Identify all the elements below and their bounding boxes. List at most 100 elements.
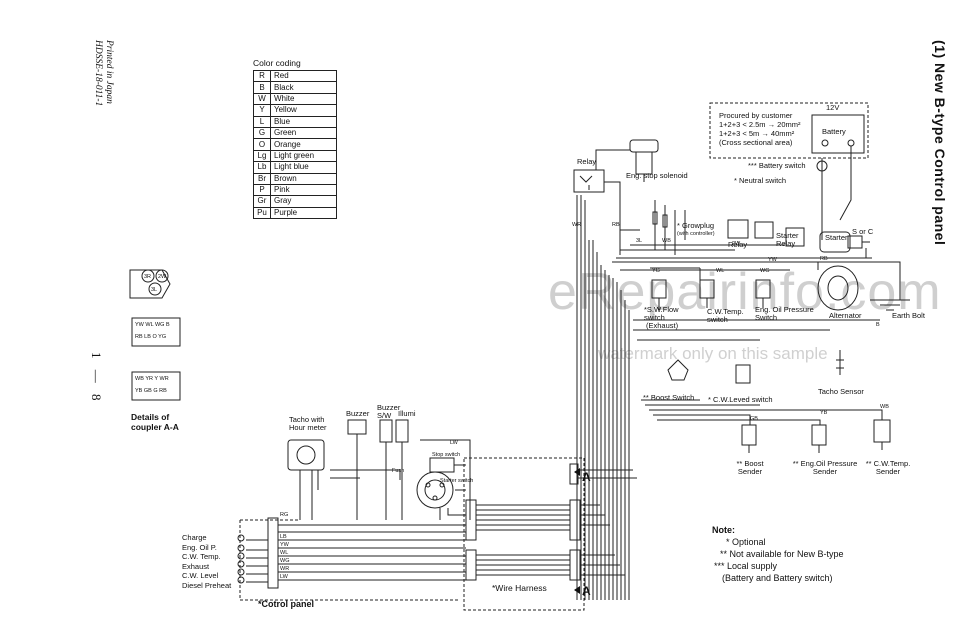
c1-2w: 2W: [158, 274, 167, 280]
wire-code-0: WR: [572, 222, 582, 228]
c3-2: Y: [154, 376, 158, 382]
wire-code-14: LW: [450, 440, 458, 446]
growplug-label: * Growplug: [677, 221, 715, 230]
lamp-label-level: C.W. Level: [182, 571, 219, 581]
c2-0: YW: [135, 322, 144, 328]
a-marker-top: A: [582, 470, 591, 484]
boost-sender: [741, 424, 757, 446]
fush-label: Fush: [392, 468, 405, 474]
lamp-label-exhaust: Exhaust: [182, 561, 210, 571]
wire-code-lw: LW: [280, 574, 288, 580]
harness-connector-2: [465, 549, 477, 581]
panel-lamp-list: Charge Eng. Oil P. C.W. Temp. Exhaust C.…: [182, 533, 231, 591]
solenoid-label: Eng. stop solenoid: [626, 171, 688, 180]
wire-harness-label: *Wire Harness: [492, 583, 547, 593]
starter-relay-label: Starter Relay: [776, 231, 799, 248]
customer-box: [709, 102, 869, 159]
lamp-preheat: [237, 576, 245, 584]
wire-harness-box: [463, 457, 585, 611]
c2-7: YG: [158, 334, 167, 340]
lamp-temp: [237, 552, 245, 560]
c2-6: O: [152, 334, 157, 340]
wire-code-7: WL: [716, 268, 725, 274]
boost-sender-label: ** Boost Sender: [736, 459, 764, 476]
page-number: 1 — 8: [89, 352, 104, 405]
with-controller-label: (with controller): [677, 231, 715, 237]
buzzer: [347, 419, 367, 435]
lamp-level: [237, 568, 245, 576]
buzzer-switch: [379, 419, 393, 443]
lamp-label-preheat: Diesel Preheat: [182, 580, 232, 590]
earth-bolt-label: Earth Bolt: [892, 311, 925, 320]
coupler-1: [129, 269, 171, 299]
wire-code-13: WB: [880, 404, 889, 410]
cust-line-1: Procured by customer: [719, 111, 793, 120]
c3-7: RB: [159, 388, 167, 394]
battery-terminal-neg: [821, 139, 829, 147]
coupler-2: [131, 317, 181, 347]
tacho-sensor-label: Tacho Sensor: [818, 387, 864, 396]
oil-pressure-switch-label: Eng. Oil Pressure Switch: [755, 305, 814, 322]
a-marker-bottom: A: [582, 584, 591, 598]
sw-flow-label: *S.W.Flow switch: [644, 305, 679, 322]
c3-4: YB: [135, 388, 143, 394]
cw-temp-switch-label: C.W.Temp. switch: [707, 307, 744, 324]
cw-temp-sender-label: ** C.W.Temp. Sender: [865, 459, 911, 476]
control-panel-connector: [267, 517, 279, 589]
starter-relay: [754, 221, 774, 239]
starter-switch-label: Starter switch: [440, 478, 474, 484]
stop-switch-label: Stop switch: [432, 452, 461, 458]
printed-line-2: HDSSE-18-011-1: [93, 40, 103, 107]
note-4: (Battery and Battery switch): [722, 573, 833, 583]
c3-row1: WB YR Y WR: [135, 376, 169, 382]
relay-2: [727, 219, 749, 239]
wire-code-5: YW: [768, 257, 777, 263]
wire-code-12: YB: [820, 410, 828, 416]
a-marker-arrow-bottom: [574, 586, 580, 594]
control-panel-label: *Cotrol panel: [258, 599, 315, 609]
alternator-label: Alternator: [829, 311, 862, 320]
lamp-exhaust: [237, 560, 245, 568]
relay2-label: Relay: [728, 240, 748, 249]
a-marker-arrow-top: [574, 468, 580, 476]
lamp-oil: [237, 544, 245, 552]
battery-box: [811, 114, 865, 154]
c3-row2: YB GB G RB: [135, 388, 167, 394]
wire-code-8: WG: [760, 268, 770, 274]
wire-code-9: B: [876, 322, 880, 328]
alternator: [817, 265, 859, 311]
cw-level-switch-label: * C.W.Leved switch: [708, 395, 773, 404]
oil-pressure-sender: [811, 424, 827, 446]
exhaust-label: (Exhaust): [646, 321, 679, 330]
note-2: ** Not available for New B-type: [720, 549, 844, 559]
tacho-hour-meter-label: Tacho with Hour meter: [289, 415, 327, 432]
c2-4: RB: [135, 334, 143, 340]
cw-level-switch: [735, 364, 751, 384]
voltage-label: 12V: [826, 103, 840, 112]
lamp-label-oil: Eng. Oil P.: [182, 542, 217, 552]
sw-flow-switch: [651, 279, 667, 299]
lamp-charge: [237, 534, 245, 542]
lamp-label-temp: C.W. Temp.: [182, 552, 221, 562]
color-coding-title: Color coding: [253, 58, 301, 68]
harness-connector-3: [569, 499, 581, 541]
printed-note: Printed in Japan HDSSE-18-011-1: [92, 40, 114, 106]
c2-1: WL: [145, 322, 154, 328]
coupler-title: Details of coupler A-A: [131, 412, 191, 432]
wire-code-wg: WG: [280, 558, 290, 564]
wire-code-3: WB: [662, 238, 671, 244]
coupler-3: [131, 371, 181, 401]
neutral-switch-label: * Neutral switch: [734, 176, 787, 185]
c2-2: WG: [154, 322, 165, 328]
wire-code-wl: WL: [280, 550, 289, 556]
c1-3r: 3R: [144, 274, 151, 280]
c3-3: WR: [159, 376, 169, 382]
buzzer-label: Buzzer: [346, 409, 370, 418]
c3-1: YR: [145, 376, 153, 382]
